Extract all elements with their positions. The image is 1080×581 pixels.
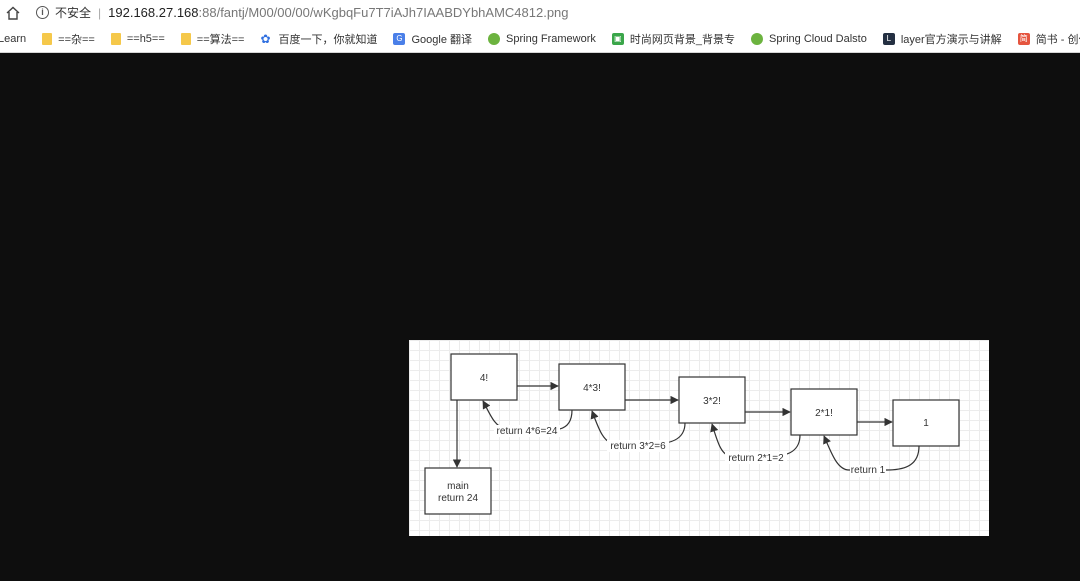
return-label-bg	[494, 425, 560, 437]
info-icon[interactable]: i	[36, 6, 49, 19]
node-main-label: main	[447, 481, 469, 492]
divider: |	[98, 5, 102, 20]
bookmark-learn[interactable]: Learn	[0, 33, 26, 45]
node-2x1-factorial-label: 2*1!	[815, 408, 833, 419]
node-4-factorial-label: 4!	[480, 373, 488, 384]
bookmark-label: ==h5==	[126, 32, 165, 45]
spring-leaf-icon	[488, 32, 501, 45]
node-1-label: 1	[923, 418, 929, 429]
spring-cloud-icon	[751, 32, 763, 45]
return-label-bg	[850, 465, 886, 477]
return-arrow-2	[590, 410, 686, 445]
url-host: 192.168.27.168	[108, 4, 199, 20]
node-4x3-factorial	[558, 363, 626, 411]
return-arrow-3	[710, 423, 801, 457]
recursion-diagram: 4! 4*3! 3*2! 2*1! 1 main return 24	[409, 340, 989, 536]
bookmark-label: 简书 - 创作你的创作	[1035, 33, 1080, 46]
node-main	[424, 467, 492, 515]
bookmark-label: Spring Framework	[506, 32, 596, 45]
diagram-canvas: 4! 4*3! 3*2! 2*1! 1 main return 24	[424, 353, 960, 515]
url-field[interactable]: 192.168.27.168:88/fantj/M00/00/00/wKgbqF…	[108, 4, 568, 22]
bookmark-label: ==算法==	[196, 33, 245, 46]
node-3x2-factorial-label: 3*2!	[703, 396, 721, 407]
node-2x1-factorial	[790, 388, 858, 436]
return-label-1: return 4*6=24	[497, 426, 558, 437]
node-4-factorial	[450, 353, 518, 401]
node-main-return-label: return 24	[438, 493, 478, 504]
bookmark-label: layer官方演示与讲解	[900, 33, 1002, 46]
bookmark-label: Learn	[0, 32, 27, 45]
layer-icon: L	[882, 32, 895, 45]
bookmark-label: Spring Cloud Dalsto	[769, 32, 867, 45]
security-label[interactable]: 不安全	[55, 6, 92, 20]
return-label-bg	[725, 452, 787, 464]
bookmark-label: 百度一下，你就知道	[278, 33, 378, 46]
bookmark-folder-algorithm[interactable]: ==算法==	[180, 31, 245, 47]
folder-icon	[180, 32, 191, 45]
bookmark-label: Google 翻译	[411, 33, 473, 46]
bookmark-spring-framework[interactable]: Spring Framework	[488, 32, 596, 45]
home-icon[interactable]	[3, 3, 23, 23]
node-1	[892, 399, 960, 447]
node-4x3-factorial-label: 4*3!	[583, 383, 601, 394]
bookmark-google-translate[interactable]: G Google 翻译	[393, 31, 472, 47]
node-3x2-factorial	[678, 376, 746, 424]
bookmark-folder-h5[interactable]: ==h5==	[110, 32, 165, 45]
baidu-paw-icon: ✿	[260, 31, 271, 46]
return-label-3: return 2*1=2	[728, 453, 784, 464]
bookmark-label: ==杂==	[58, 33, 95, 46]
return-label-bg	[607, 440, 669, 452]
bookmark-baidu[interactable]: ✿ 百度一下，你就知道	[260, 31, 377, 47]
bookmark-fashion-backgrounds[interactable]: ▣ 时尚网页背景_背景专	[611, 31, 735, 47]
bookmarks-bar: Learn ==杂== ==h5== ==算法== ✿ 百度一下，你就知道 G Go…	[0, 25, 1080, 53]
return-label-4: return 1	[851, 465, 886, 476]
bookmark-jianshu[interactable]: 简简书 - 创作你的创作	[1017, 31, 1080, 47]
url-path: :88/fantj/M00/00/00/wKgbqFu7T7iAJh7IAABD…	[198, 4, 569, 20]
folder-icon	[110, 32, 121, 45]
return-label-2: return 3*2=6	[610, 441, 666, 452]
google-translate-icon: G	[393, 32, 406, 45]
jianshu-icon: 简	[1017, 32, 1030, 45]
address-bar: i 不安全 | 192.168.27.168:88/fantj/M00/00/0…	[0, 0, 1080, 25]
bookmark-folder-misc[interactable]: ==杂==	[42, 31, 95, 47]
folder-icon	[42, 32, 53, 45]
site-icon: ▣	[611, 32, 624, 45]
bookmark-label: 时尚网页背景_背景专	[629, 33, 735, 46]
bookmark-spring-cloud[interactable]: Spring Cloud Dalsto	[751, 32, 867, 45]
